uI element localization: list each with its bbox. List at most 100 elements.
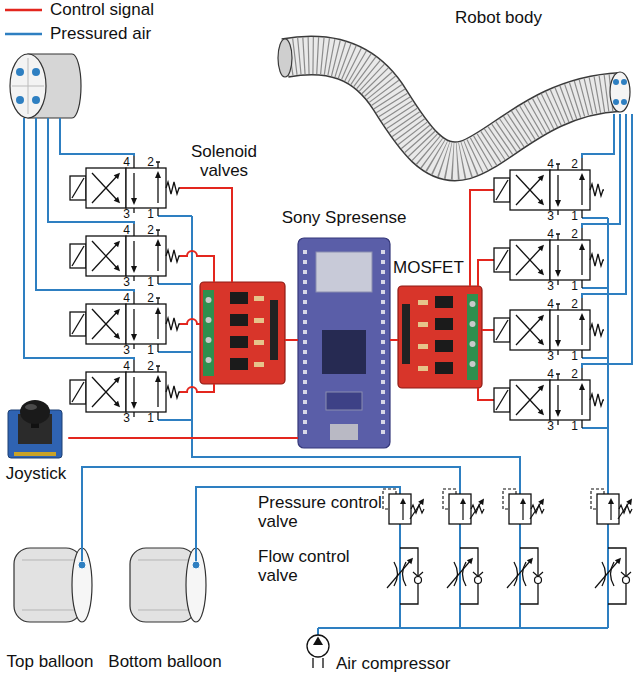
text-slot: Solenoid valves bbox=[182, 142, 266, 180]
port-number: 1 bbox=[147, 208, 154, 220]
arrow-head bbox=[538, 409, 544, 415]
arrow-head bbox=[555, 270, 561, 277]
arrow-head bbox=[155, 307, 161, 314]
port-number: 4 bbox=[547, 298, 554, 310]
valve-square bbox=[126, 304, 166, 344]
spring-symbol bbox=[166, 182, 180, 194]
port-line bbox=[581, 420, 582, 428]
exhaust-port bbox=[133, 344, 134, 349]
port-number: 4 bbox=[123, 360, 130, 372]
arrow-head bbox=[114, 265, 120, 271]
arrow-head bbox=[538, 199, 544, 205]
spring-symbol bbox=[590, 184, 604, 196]
arrow-head bbox=[555, 200, 561, 207]
air-port bbox=[16, 96, 24, 104]
resistor bbox=[254, 362, 264, 367]
pcb bbox=[200, 282, 285, 384]
port-number: 3 bbox=[123, 344, 130, 356]
arrow-head bbox=[114, 173, 120, 179]
air-lines bbox=[24, 118, 608, 635]
port-plug bbox=[556, 234, 560, 240]
port-plug bbox=[156, 230, 160, 236]
text-slot: 3 bbox=[547, 350, 554, 362]
port-plug bbox=[156, 162, 160, 168]
solenoid-coil bbox=[70, 312, 86, 336]
resistor bbox=[254, 296, 264, 301]
solenoid-mark bbox=[72, 178, 84, 198]
port-number: 3 bbox=[547, 350, 554, 362]
resistor bbox=[254, 340, 264, 345]
air-compressor: Air compressor bbox=[300, 630, 472, 678]
flow-arrow bbox=[581, 388, 582, 415]
terminal-block bbox=[467, 294, 478, 380]
solenoid-coil bbox=[494, 318, 510, 342]
resistor bbox=[254, 318, 264, 323]
pump-circle bbox=[307, 635, 329, 657]
flow-valve-symbol bbox=[507, 548, 543, 604]
legend-line bbox=[5, 9, 42, 12]
flow-arrow bbox=[516, 385, 542, 413]
transistor bbox=[435, 296, 453, 308]
arrow-head bbox=[538, 385, 544, 391]
text-slot: 2 bbox=[147, 360, 154, 372]
port-number: 1 bbox=[571, 420, 578, 432]
flow-arrow bbox=[557, 175, 558, 202]
text-slot: 4 bbox=[547, 368, 554, 380]
component-label: Top balloon bbox=[7, 652, 94, 671]
air-line bbox=[318, 628, 608, 635]
port-line bbox=[133, 224, 134, 236]
pcb bbox=[398, 286, 482, 388]
port-plug bbox=[556, 164, 560, 170]
spresense-board bbox=[298, 238, 390, 448]
flow-arrow bbox=[92, 243, 118, 271]
spring-symbol bbox=[590, 254, 604, 266]
flow-valve-symbol bbox=[595, 548, 631, 604]
valve-square bbox=[86, 168, 126, 208]
transistor bbox=[435, 340, 453, 352]
transistor bbox=[435, 362, 453, 374]
port-number: 3 bbox=[547, 280, 554, 292]
air-line bbox=[36, 118, 134, 292]
flow-arrow bbox=[581, 178, 582, 205]
air-port bbox=[78, 561, 86, 569]
flow-arrow bbox=[557, 315, 558, 342]
text-slot: 3 bbox=[123, 276, 130, 288]
valve-square bbox=[550, 310, 590, 350]
flow-arrow bbox=[516, 177, 542, 205]
legend-item: Control signal bbox=[4, 0, 224, 20]
joystick-knob bbox=[20, 400, 50, 424]
mosfet-board bbox=[398, 286, 482, 388]
valve-square bbox=[550, 380, 590, 420]
arrow-head bbox=[131, 334, 137, 341]
flow-arrow bbox=[581, 318, 582, 345]
exhaust-port bbox=[557, 210, 558, 215]
flow-arrow bbox=[92, 311, 118, 339]
flow-arrow bbox=[133, 309, 134, 336]
port-line bbox=[581, 350, 582, 358]
air-port bbox=[192, 561, 200, 569]
component-label: Flow control valve bbox=[258, 547, 382, 585]
text-slot: 1 bbox=[147, 208, 154, 220]
robot-tube bbox=[278, 39, 630, 161]
port-line bbox=[581, 280, 582, 288]
flow-arrow bbox=[157, 380, 158, 407]
screw bbox=[470, 301, 476, 307]
exhaust-port bbox=[557, 350, 558, 355]
solenoid-valve: 4231 bbox=[494, 298, 608, 362]
legend-line bbox=[5, 33, 42, 36]
text-slot: 4 bbox=[123, 292, 130, 304]
text-slot: 2 bbox=[147, 224, 154, 236]
air-port bbox=[32, 96, 40, 104]
port-number: 2 bbox=[147, 156, 154, 168]
arrow-head bbox=[538, 245, 544, 251]
signal-wires bbox=[180, 188, 494, 400]
compressor-symbol bbox=[307, 635, 329, 668]
flow-arrow bbox=[516, 387, 542, 415]
text-slot: 1 bbox=[147, 412, 154, 424]
port-number: 3 bbox=[123, 208, 130, 220]
valve-square bbox=[510, 170, 550, 210]
text-slot: 2 bbox=[147, 156, 154, 168]
component-label: Solenoid valves bbox=[182, 142, 266, 180]
flow-arrow bbox=[516, 175, 542, 203]
port-line bbox=[581, 228, 582, 240]
